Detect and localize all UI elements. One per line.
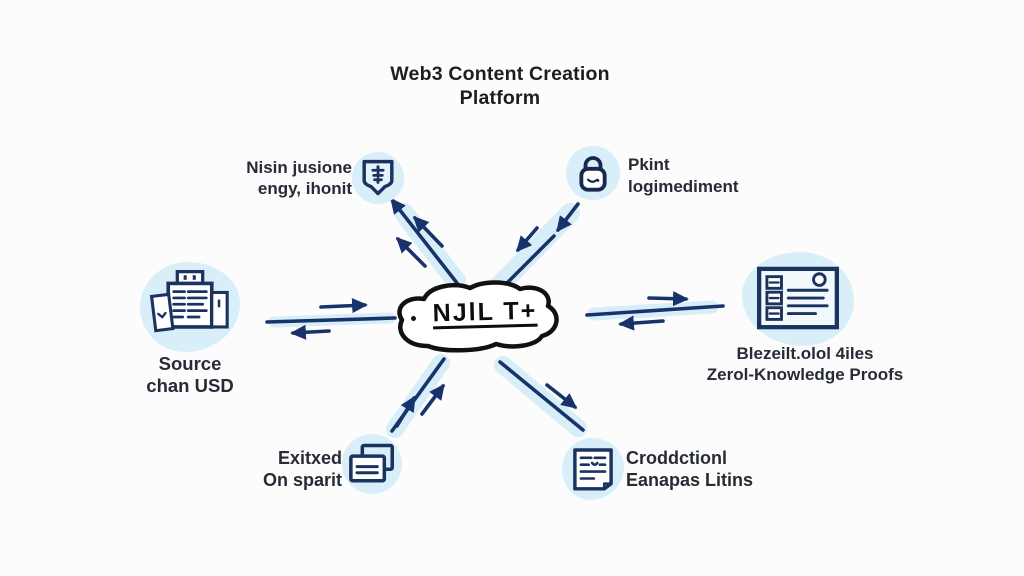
diagram-title: Web3 Content Creation Platform <box>332 62 668 110</box>
central-node-label: NJlL T+ <box>432 296 538 328</box>
arrow-left <box>265 298 397 340</box>
node-top-left <box>352 152 404 204</box>
central-node: NJlL T+ <box>390 276 570 356</box>
label-top-left: Nisin jusione engy, ihonit <box>246 158 352 198</box>
cloud-dot <box>411 316 416 321</box>
shield-icon <box>362 159 394 196</box>
title-line-2: Platform <box>459 87 541 109</box>
arrow-bottom-right <box>498 360 585 432</box>
node-bottom-left <box>342 434 402 494</box>
document-lines-icon <box>573 448 613 491</box>
arrow-right <box>585 291 725 331</box>
label-top-right: Pkint logimediment <box>628 155 739 196</box>
label-right: Blezeilt.olol 4iles Zerol-Knowledge Proo… <box>706 344 904 384</box>
copy-pages-icon <box>349 443 394 483</box>
node-right <box>742 252 854 346</box>
label-bottom-right: Croddctionl Eanapas Litins <box>626 448 754 490</box>
lock-icon <box>579 156 607 192</box>
printing-press-icon <box>149 269 229 333</box>
node-bottom-right <box>562 438 624 500</box>
title-line-1: Web3 Content Creation <box>390 63 610 85</box>
arrow-bottom-left <box>390 357 446 433</box>
form-grid-icon <box>757 266 839 330</box>
label-bottom-left: Exitxed On sparit <box>262 448 342 490</box>
node-top-right <box>566 146 620 200</box>
node-left <box>140 262 240 352</box>
arrow-top-left <box>390 197 459 285</box>
cloud-shape <box>397 280 559 353</box>
label-left: Source chan USD <box>146 353 234 396</box>
